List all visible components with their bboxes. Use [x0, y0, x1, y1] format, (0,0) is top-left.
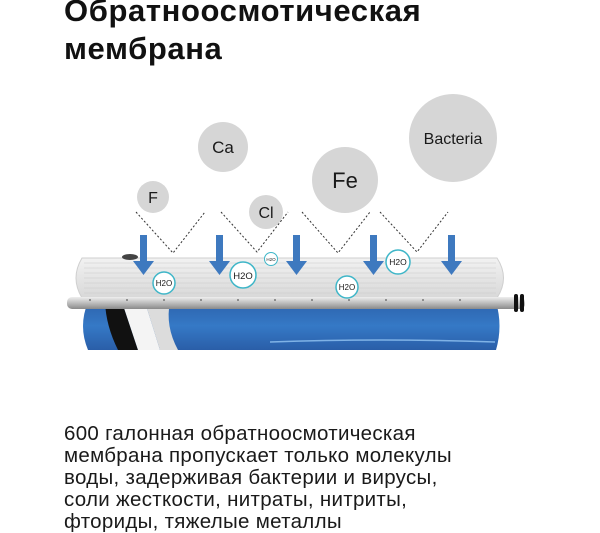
permeate-tube [67, 294, 525, 312]
particle-ca: Ca [198, 122, 248, 172]
particle-fe: Fe [312, 147, 378, 213]
water-molecule: H2O [152, 271, 176, 295]
title-line: Обратноосмотическая [64, 0, 422, 28]
description-line: соли жесткости, нитраты, нитриты, [64, 488, 408, 511]
membrane-housing [83, 302, 500, 350]
description-line: воды, задерживая бактерии и вирусы, [64, 466, 438, 489]
svg-text:H2O: H2O [266, 257, 276, 262]
svg-text:H2O: H2O [339, 283, 355, 292]
particle-label: Fe [332, 168, 358, 193]
water-molecule: H2O [229, 261, 257, 289]
deflection-v [301, 211, 371, 254]
particle-circle [312, 147, 378, 213]
particle-circle [198, 122, 248, 172]
description: 600 галонная обратноосмотическая мембран… [64, 423, 452, 533]
arrow-down-icon [133, 235, 154, 275]
description-line: фториды, тяжелые металлы [64, 510, 342, 533]
particle-label: Bacteria [424, 131, 483, 148]
description-line: мембрана пропускает только молекулы [64, 444, 452, 467]
svg-text:H2O: H2O [389, 257, 407, 267]
particle-label: Cl [258, 205, 273, 222]
particle-circle [409, 94, 497, 182]
particle-circle [137, 181, 169, 213]
particle-f: F [137, 181, 169, 213]
particle-bacteria: Bacteria [409, 94, 497, 182]
arrow-down-icon [209, 235, 230, 275]
deflection-v [220, 211, 289, 253]
deflection-v [135, 211, 206, 254]
arrow-down-icon [441, 235, 462, 275]
water-molecule: H2O [385, 249, 411, 275]
arrow-down-icon [286, 235, 307, 275]
title-line: мембрана [64, 31, 223, 66]
water-molecule: H2O [264, 252, 278, 266]
page-title: Обратноосмотическая мембрана [64, 0, 421, 68]
particle-label: F [148, 190, 158, 207]
deflection-lines [135, 211, 449, 254]
water-molecule: H2O [335, 275, 359, 299]
particle-label: Ca [212, 138, 234, 157]
water-molecules: H2O H2O H2O H2O H2O [152, 249, 411, 299]
svg-text:H2O: H2O [156, 279, 172, 288]
description-line: 600 галонная обратноосмотическая [64, 422, 416, 445]
svg-text:H2O: H2O [233, 271, 253, 282]
flow-arrows [133, 235, 462, 275]
particle-circle [249, 195, 283, 229]
arrow-down-icon [363, 235, 384, 275]
deflection-v [379, 211, 449, 253]
particle-cl: Cl [249, 195, 283, 229]
